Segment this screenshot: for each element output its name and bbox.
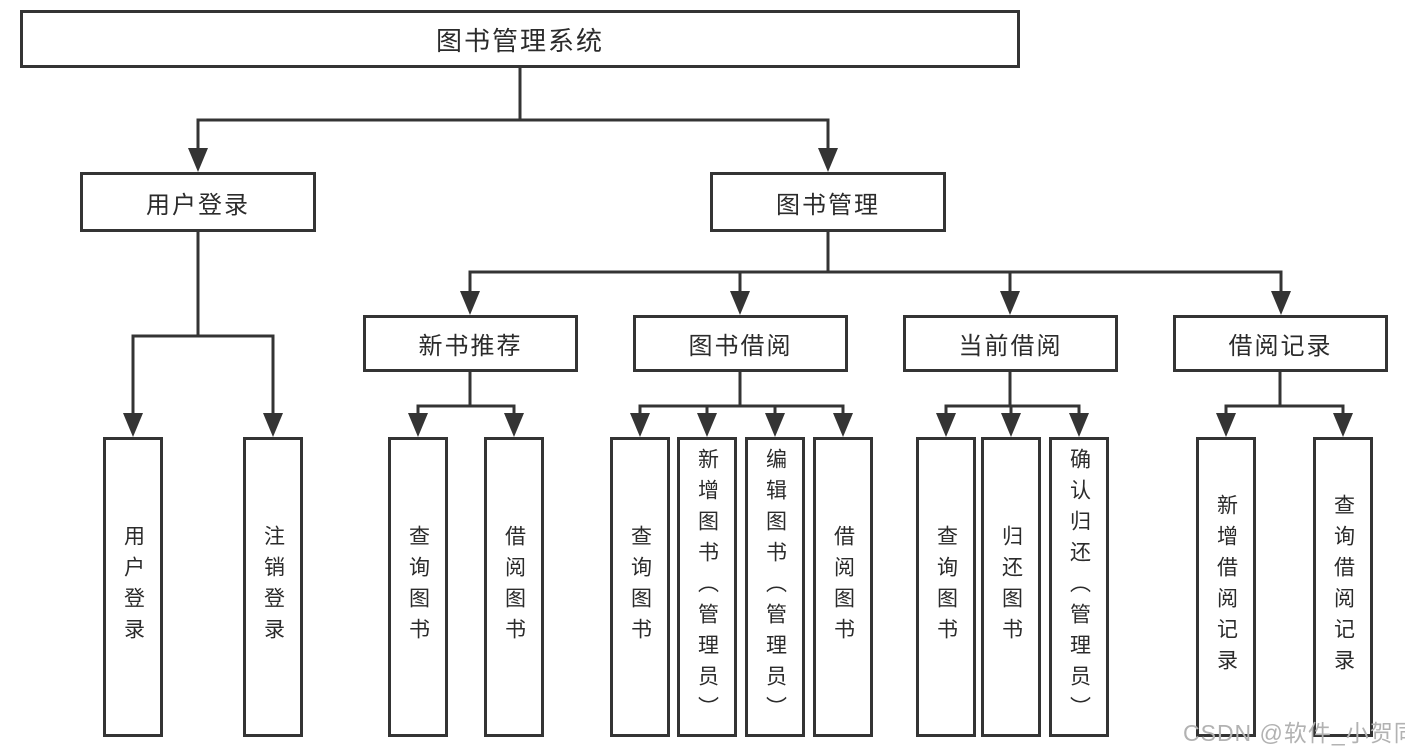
leaf-query-books-borrowing: 查询图书 (610, 437, 670, 737)
arrowheads (123, 148, 1353, 437)
leaf-return-books: 归还图书 (981, 437, 1041, 737)
node-current-borrow: 当前借阅 (903, 315, 1118, 372)
node-book-borrow: 图书借阅 (633, 315, 848, 372)
leaf-user-login: 用户登录 (103, 437, 163, 737)
leaf-borrow-books-newbooks: 借阅图书 (484, 437, 544, 737)
leaf-add-book-admin: 新增图书（管理员） (677, 437, 737, 737)
leaf-add-borrow-record: 新增借阅记录 (1196, 437, 1256, 737)
leaf-query-borrow-record: 查询借阅记录 (1313, 437, 1373, 737)
node-book-management: 图书管理 (710, 172, 946, 232)
leaf-logout: 注销登录 (243, 437, 303, 737)
csdn-watermark: CSDN @软件_小贺同学 (1183, 720, 1405, 746)
connector-lines (131, 66, 1345, 416)
node-borrow-records: 借阅记录 (1173, 315, 1388, 372)
leaf-query-books-newbooks: 查询图书 (388, 437, 448, 737)
leaf-borrow-books-borrowing: 借阅图书 (813, 437, 873, 737)
node-user-login: 用户登录 (80, 172, 316, 232)
node-new-book-recommend: 新书推荐 (363, 315, 578, 372)
leaf-confirm-return-admin: 确认归还（管理员） (1049, 437, 1109, 737)
leaf-edit-book-admin: 编辑图书（管理员） (745, 437, 805, 737)
node-library-management-system: 图书管理系统 (20, 10, 1020, 68)
leaf-query-books-current: 查询图书 (916, 437, 976, 737)
